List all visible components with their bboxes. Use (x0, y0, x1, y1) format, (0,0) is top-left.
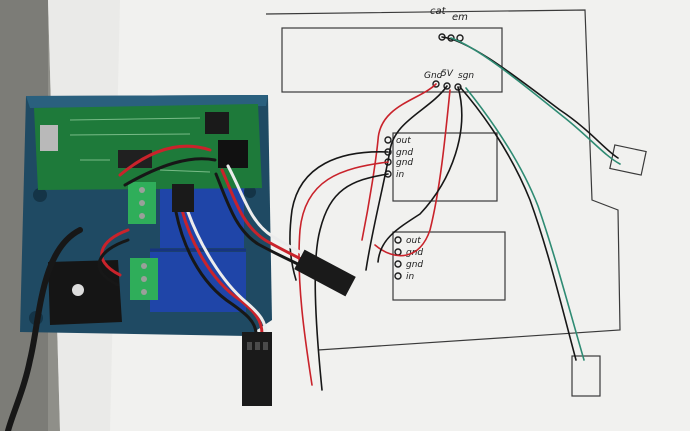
label-m2-gnd-1: gnd (406, 248, 423, 258)
ink-red-2 (374, 89, 451, 257)
label-m1-in: in (396, 170, 405, 180)
servo-plug-bottom-pins (247, 342, 268, 350)
label-m1-gnd-2: gnd (396, 158, 413, 168)
pcb-board (34, 104, 262, 190)
adapter-plug (72, 284, 84, 296)
sketch-wires (289, 36, 621, 391)
usb-port (40, 125, 58, 151)
screw-hole-right (244, 186, 256, 198)
header-block (218, 140, 248, 168)
sketch-module-2 (392, 231, 506, 301)
cable-black-thick (5, 227, 83, 431)
sketch-labels: cat em sgn Gnd 5V out gnd gnd in out gnd… (396, 6, 474, 282)
wire-white-servo-2 (226, 164, 316, 262)
label-sgn: sgn (458, 71, 474, 81)
ink-green-1 (450, 37, 621, 165)
label-gnd-header: Gnd (424, 71, 443, 81)
label-m2-out: out (406, 236, 421, 246)
sketch-connector-right (609, 144, 647, 176)
wire-red-a (118, 144, 212, 177)
label-m1-out: out (396, 136, 411, 146)
ink-red-3 (298, 161, 389, 386)
servo-plug-center (172, 184, 194, 212)
enclosure-rim (26, 95, 268, 108)
pcb-traces (69, 117, 211, 173)
ink-black-4 (289, 151, 389, 281)
label-m2-in: in (406, 272, 415, 282)
label-em: em (452, 12, 468, 23)
wire-red-servo-1 (180, 208, 264, 336)
sketch-header-box (281, 27, 503, 93)
wire-black-b (97, 238, 130, 287)
label-m2-gnd-2: gnd (406, 260, 423, 270)
ink-black-3 (314, 173, 389, 391)
label-cat: cat (430, 6, 447, 17)
ic-chip-small (205, 112, 229, 134)
ic-chip-main (118, 150, 152, 168)
ink-black-2 (377, 86, 463, 263)
wire-black-servo-2 (214, 172, 308, 270)
ink-black-1 (365, 85, 448, 271)
terminal-screws (139, 187, 147, 295)
ink-red-1 (361, 83, 437, 241)
ink-black-6 (459, 86, 577, 361)
sketch-connector-bottom (571, 355, 601, 397)
wire-red-b (100, 228, 130, 277)
real-wires (5, 144, 316, 431)
wire-black-servo-1 (174, 210, 258, 336)
label-5v: 5V (441, 69, 454, 79)
wire-white-servo-1 (186, 210, 268, 336)
ink-green-2 (465, 87, 585, 361)
wire-red-servo-2 (220, 168, 312, 266)
label-m1-gnd-1: gnd (396, 148, 413, 158)
servo-plug-right (294, 249, 356, 297)
screw-hole-top-left (33, 188, 47, 202)
wire-black-a (123, 157, 217, 187)
